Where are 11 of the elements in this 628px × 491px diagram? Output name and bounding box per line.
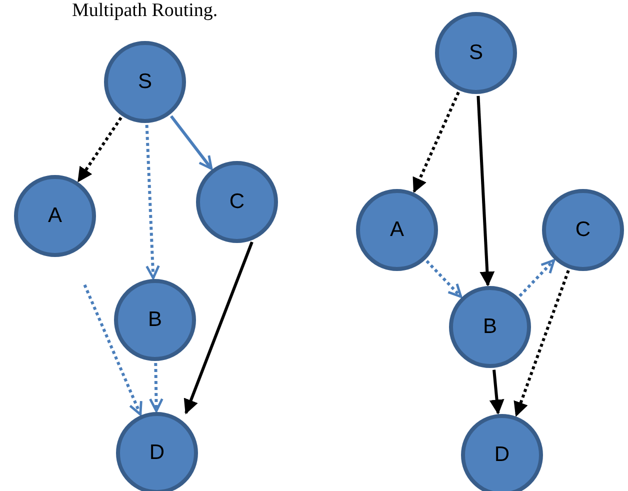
arrow xyxy=(476,96,495,287)
arrow xyxy=(514,270,570,417)
arrow xyxy=(145,124,160,280)
arrow xyxy=(489,370,504,415)
title: Multipath Routing. xyxy=(72,0,218,22)
arrow xyxy=(518,259,556,297)
arrow xyxy=(170,115,213,170)
arrow xyxy=(426,260,462,298)
arrow xyxy=(149,362,164,412)
arrow xyxy=(77,116,122,182)
arrow xyxy=(184,241,254,414)
